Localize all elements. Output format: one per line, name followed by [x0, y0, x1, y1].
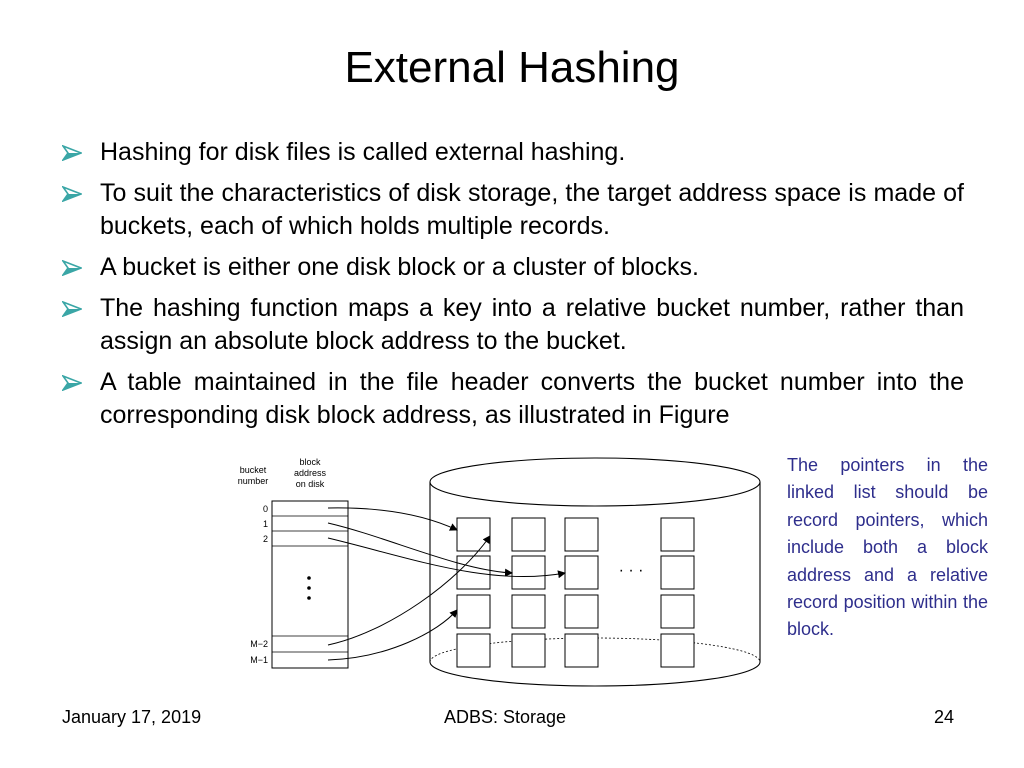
arrow-bullet-icon: [62, 145, 82, 161]
block-address-header-1: block: [299, 457, 321, 467]
pointer-arrows: [327, 507, 566, 661]
bullet-text: Hashing for disk files is called externa…: [100, 138, 626, 166]
disk-block: [456, 594, 491, 629]
disk-block: [456, 633, 491, 668]
disk-block: [511, 555, 546, 590]
footer-date: January 17, 2019: [62, 707, 202, 727]
bullet-item: A bucket is either one disk block or a c…: [62, 251, 964, 284]
vertical-dot: [307, 596, 311, 600]
disk-block: [660, 555, 695, 590]
bullet-item: Hashing for disk files is called externa…: [62, 136, 964, 169]
row-label-m-2: M−2: [250, 639, 268, 649]
block-address-header-3: on disk: [296, 479, 325, 489]
slide-title: External Hashing: [344, 43, 680, 92]
footer-page-number: 24: [934, 707, 955, 727]
arrow-bullet-icon: [62, 375, 82, 391]
bucket-number-header-1: bucket: [240, 465, 267, 475]
disk-block: [564, 633, 599, 668]
bullet-item: The hashing function maps a key into a r…: [62, 292, 964, 358]
bullet-item: To suit the characteristics of disk stor…: [62, 177, 964, 243]
bullet-list: Hashing for disk files is called externa…: [62, 136, 964, 440]
disk-block: [511, 594, 546, 629]
horizontal-ellipsis: · · ·: [619, 562, 644, 579]
block-address-header-2: address: [294, 468, 327, 478]
disk-block: [564, 555, 599, 590]
disk-block: [456, 517, 491, 552]
bullet-item: A table maintained in the file header co…: [62, 366, 964, 432]
vertical-dot: [307, 576, 311, 580]
bucket-number-header-2: number: [238, 476, 269, 486]
pointer-note: The pointers in the linked list should b…: [787, 455, 988, 640]
vertical-dot: [307, 586, 311, 590]
bullet-text: The hashing function maps a key into a r…: [100, 294, 964, 355]
row-label-2: 2: [263, 534, 268, 544]
bullet-text: A table maintained in the file header co…: [100, 368, 964, 429]
arrow-bullet-icon: [62, 186, 82, 202]
bucket-disk-diagram: bucket number block address on disk 0 1 …: [238, 457, 761, 687]
bullet-text: A bucket is either one disk block or a c…: [100, 253, 699, 281]
disk-block: [660, 633, 695, 668]
disk-block: [660, 517, 695, 552]
disk-block: [511, 517, 546, 552]
disk-block: [660, 594, 695, 629]
row-label-1: 1: [263, 519, 268, 529]
disk-block: [564, 517, 599, 552]
disk-block: [564, 594, 599, 629]
footer-course: ADBS: Storage: [444, 707, 567, 727]
bucket-table: [271, 500, 349, 669]
row-label-0: 0: [263, 504, 268, 514]
bullet-text: To suit the characteristics of disk stor…: [100, 179, 964, 240]
arrow-bullet-icon: [62, 301, 82, 317]
disk-cylinder-top: [429, 457, 761, 507]
row-label-m-1: M−1: [250, 655, 268, 665]
disk-block: [511, 633, 546, 668]
hashing-figure: bucket number block address on disk 0 1 …: [228, 452, 768, 692]
arrow-bullet-icon: [62, 260, 82, 276]
